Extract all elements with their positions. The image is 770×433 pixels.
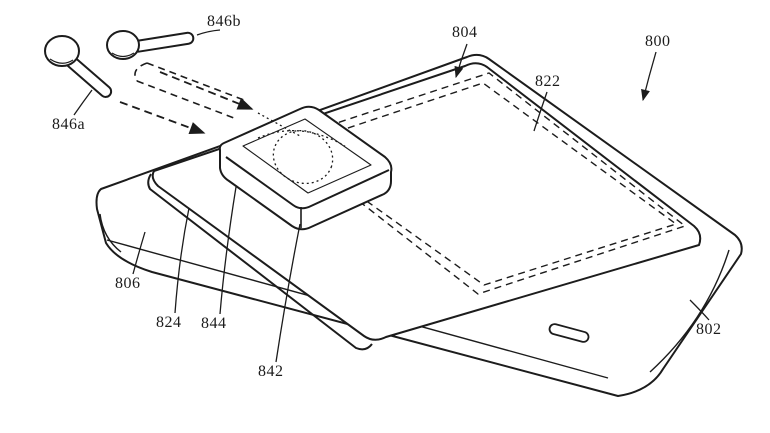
earbud-right xyxy=(106,30,195,60)
ref-label-800: 800 xyxy=(645,33,671,50)
earbud-left xyxy=(44,35,113,98)
phone-port xyxy=(548,323,590,343)
attachment-region-dashed xyxy=(280,72,687,295)
leader-800 xyxy=(641,51,657,102)
charging-module xyxy=(218,105,393,231)
leader-802 xyxy=(689,299,710,321)
ref-label-802: 802 xyxy=(696,321,722,338)
insertion-arrows xyxy=(119,71,254,135)
ref-label-804: 804 xyxy=(452,24,478,41)
leader-842 xyxy=(275,223,301,363)
leader-822 xyxy=(533,91,548,132)
leader-846a xyxy=(73,89,93,116)
leader-824 xyxy=(174,207,190,314)
ref-label-846a: 846a xyxy=(52,116,86,133)
leader-lines xyxy=(73,29,710,363)
leader-806 xyxy=(132,231,146,275)
ref-label-844: 844 xyxy=(201,315,227,332)
leader-804 xyxy=(454,43,468,79)
ref-label-842: 842 xyxy=(258,363,284,380)
ref-label-846b: 846b xyxy=(207,13,241,30)
ref-label-824: 824 xyxy=(156,314,182,331)
leader-846b xyxy=(196,29,221,36)
ref-label-822: 822 xyxy=(535,73,561,90)
leader-844 xyxy=(219,186,237,315)
insertion-ghost-outline xyxy=(134,62,245,119)
module-recess-hidden-lines xyxy=(257,112,346,185)
ref-label-806: 806 xyxy=(115,275,141,292)
